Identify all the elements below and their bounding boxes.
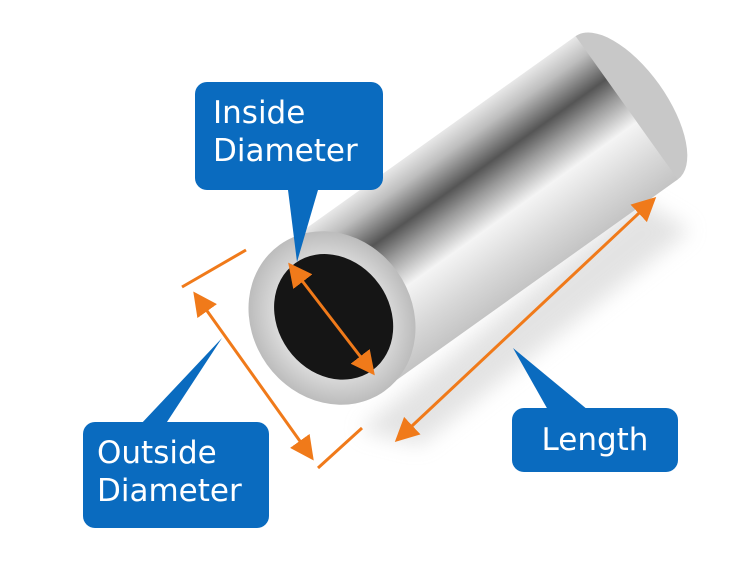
outside-diameter-tick-top [181, 248, 247, 289]
outside-diameter-tick-bottom [316, 426, 364, 470]
length-arrow [394, 196, 657, 443]
outside-callout-pointer [140, 338, 222, 425]
inside-diameter-callout: Inside Diameter [195, 82, 383, 190]
outside-diameter-callout: Outside Diameter [83, 422, 269, 528]
outside-diameter-line-2: Diameter [97, 473, 242, 509]
inside-diameter-line-1: Inside [213, 95, 306, 131]
outside-diameter-line-1: Outside [97, 435, 217, 471]
length-label: Length [541, 422, 649, 458]
inside-callout-pointer [288, 190, 318, 262]
inside-diameter-line-2: Diameter [213, 133, 358, 169]
length-callout: Length [512, 408, 678, 472]
inside-diameter-arrow [288, 262, 375, 376]
outside-diameter-arrow [193, 291, 314, 461]
